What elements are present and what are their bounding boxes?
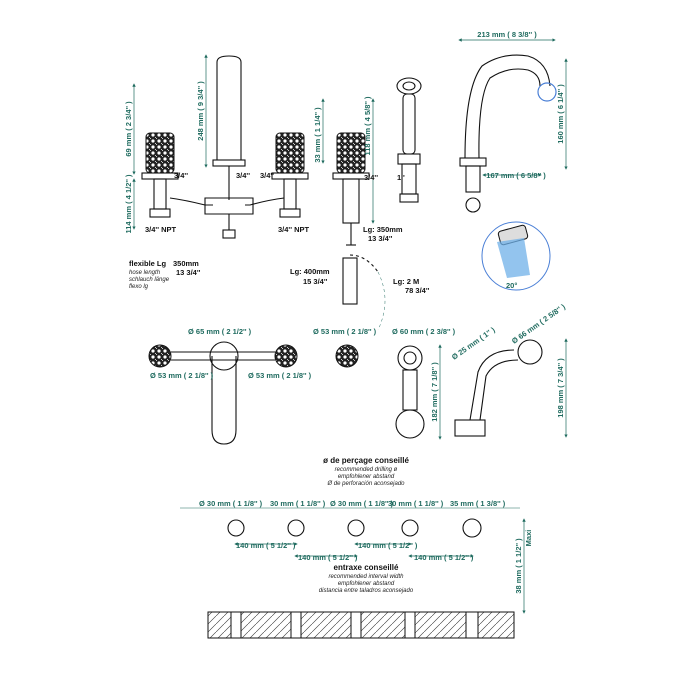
- svg-text:30 mm ( 1 1/8'' ): 30 mm ( 1 1/8'' ): [270, 499, 326, 508]
- right-handle-lace: [275, 132, 305, 174]
- diverter-view: 33 mm ( 1 1/4'' ) 118 mm ( 4 5/8'' ) 3/4…: [290, 96, 430, 331]
- svg-text:entraxe conseillé: entraxe conseillé: [334, 563, 399, 572]
- spout-side-view: 213 mm ( 8 3/8'' ) 160 mm ( 6 1/4'' ) 16…: [458, 30, 568, 213]
- svg-text:ø de perçage conseillé: ø de perçage conseillé: [323, 456, 409, 465]
- diverter-handle-lace: [336, 132, 366, 174]
- svg-text:38 mm ( 1 1/2'' ): 38 mm ( 1 1/2'' ): [514, 538, 523, 594]
- svg-text:13 3/4'': 13 3/4'': [368, 234, 393, 243]
- svg-text:114 mm ( 4 1/2'' ): 114 mm ( 4 1/2'' ): [124, 174, 133, 234]
- svg-text:Ø 30 mm ( 1 1/8'' ): Ø 30 mm ( 1 1/8'' ): [199, 499, 263, 508]
- tee-fitting: [204, 197, 254, 215]
- svg-text:182 mm ( 7 1/8'' ): 182 mm ( 7 1/8'' ): [430, 362, 439, 422]
- svg-text:Ø 53 mm ( 2 1/8'' ): Ø 53 mm ( 2 1/8'' ): [313, 327, 377, 336]
- svg-text:Lg: 2 M: Lg: 2 M: [393, 277, 419, 286]
- svg-text:198 mm ( 7 3/4'' ): 198 mm ( 7 3/4'' ): [556, 358, 565, 418]
- deck-section: 38 mm ( 1 1/2'' ) Maxi: [207, 518, 533, 639]
- svg-text:160 mm ( 6 1/4'' ): 160 mm ( 6 1/4'' ): [556, 84, 565, 144]
- hose-section: [342, 257, 358, 305]
- svg-text:distancia entre taladros acons: distancia entre taladros aconsejado: [319, 588, 414, 594]
- left-valve-body: [153, 178, 167, 210]
- diverter-body: [342, 178, 360, 224]
- svg-text:empfohlener abstand: empfohlener abstand: [338, 581, 395, 587]
- svg-text:recommended drilling ø: recommended drilling ø: [335, 467, 398, 473]
- svg-text:3/4'': 3/4'': [364, 173, 378, 182]
- svg-text:78 3/4'': 78 3/4'': [405, 286, 430, 295]
- svg-text:Ø 53 mm ( 2 1/8'' ): Ø 53 mm ( 2 1/8'' ): [248, 371, 312, 380]
- svg-text:schlauch länge: schlauch länge: [129, 277, 170, 283]
- right-connector: [245, 197, 285, 206]
- svg-text:hose length: hose length: [129, 270, 161, 276]
- svg-text:1'': 1'': [397, 173, 405, 182]
- left-handle-ring: [141, 172, 179, 180]
- spout-curve: [464, 54, 551, 159]
- svg-text:flexible Lg: flexible Lg: [129, 259, 167, 268]
- left-nut: [149, 208, 171, 218]
- spout-base-ring: [212, 159, 246, 167]
- svg-text:Ø de perforación aconsejado: Ø de perforación aconsejado: [326, 481, 405, 487]
- svg-text:140 mm ( 5 1/2'' ): 140 mm ( 5 1/2'' ): [298, 553, 358, 562]
- interval-header: entraxe conseillé recommended interval w…: [319, 563, 414, 594]
- svg-text:empfohlener abstand: empfohlener abstand: [338, 474, 395, 480]
- svg-text:118 mm ( 4 5/8'' ): 118 mm ( 4 5/8'' ): [363, 96, 372, 156]
- svg-text:140 mm ( 5 1/2'' ): 140 mm ( 5 1/2'' ): [414, 553, 474, 562]
- svg-text:Ø 66 mm ( 2 5/8'' ): Ø 66 mm ( 2 5/8'' ): [510, 302, 567, 346]
- svg-text:Ø 65 mm ( 2 1/2'' ): Ø 65 mm ( 2 1/2'' ): [188, 327, 252, 336]
- svg-text:Maxi: Maxi: [524, 530, 533, 547]
- right-nut: [279, 208, 301, 218]
- svg-text:3/4'': 3/4'': [236, 171, 250, 180]
- svg-text:35 mm ( 1 3/8'' ): 35 mm ( 1 3/8'' ): [450, 499, 506, 508]
- drilling-header: ø de perçage conseillé recommended drill…: [323, 456, 409, 487]
- svg-text:Lg: 400mm: Lg: 400mm: [290, 267, 330, 276]
- svg-text:69 mm ( 2 3/4'' ): 69 mm ( 2 3/4'' ): [124, 101, 133, 157]
- handshower-side: 1'': [396, 77, 422, 203]
- svg-text:Ø 53 mm ( 2 1/8'' ): Ø 53 mm ( 2 1/8'' ): [150, 371, 214, 380]
- drill-holes: Ø 30 mm ( 1 1/8'' ) 30 mm ( 1 1/8'' ) Ø …: [180, 499, 520, 562]
- svg-text:20°: 20°: [506, 281, 517, 290]
- svg-text:13 3/4'': 13 3/4'': [176, 268, 201, 277]
- svg-text:248 mm ( 9 3/4'' ): 248 mm ( 9 3/4'' ): [196, 81, 205, 141]
- right-valve-body: [283, 178, 297, 210]
- svg-text:3/4'' NPT: 3/4'' NPT: [278, 225, 309, 234]
- svg-text:recommended interval width: recommended interval width: [328, 574, 404, 580]
- top-view: Ø 65 mm ( 2 1/2'' ) Ø 53 mm ( 2 1/8'' ) …: [148, 302, 568, 445]
- svg-text:167 mm ( 6 5/8'' ): 167 mm ( 6 5/8'' ): [486, 171, 546, 180]
- svg-text:140 mm ( 5 1/2'' ): 140 mm ( 5 1/2'' ): [236, 541, 296, 550]
- svg-text:3/4'': 3/4'': [260, 171, 274, 180]
- svg-text:213 mm ( 8 3/8'' ): 213 mm ( 8 3/8'' ): [477, 30, 537, 39]
- svg-text:140 mm ( 5 1/2'' ): 140 mm ( 5 1/2'' ): [358, 541, 418, 550]
- right-handle-ring: [271, 172, 309, 180]
- svg-text:3/4'' NPT: 3/4'' NPT: [145, 225, 176, 234]
- flexible-legend: flexible Lg 350mm hose length schlauch l…: [129, 259, 201, 290]
- spray-detail: 20°: [481, 221, 551, 291]
- svg-text:30 mm ( 1 1/8'' ): 30 mm ( 1 1/8'' ): [388, 499, 444, 508]
- front-view-dims: 248 mm ( 9 3/4'' ) 69 mm ( 2 3/4'' ) 114…: [124, 54, 309, 234]
- left-handle-lace: [145, 132, 175, 174]
- svg-text:33 mm ( 1 1/4'' ): 33 mm ( 1 1/4'' ): [313, 107, 322, 163]
- spout-body: [216, 55, 242, 161]
- svg-text:350mm: 350mm: [173, 259, 199, 268]
- svg-text:15 3/4'': 15 3/4'': [303, 277, 328, 286]
- svg-text:Ø 60 mm ( 2 3/8'' ): Ø 60 mm ( 2 3/8'' ): [392, 327, 456, 336]
- svg-text:Ø 30 mm ( 1 1/8'' ): Ø 30 mm ( 1 1/8'' ): [330, 499, 394, 508]
- svg-text:3/4'': 3/4'': [174, 171, 188, 180]
- svg-text:Lg: 350mm: Lg: 350mm: [363, 225, 403, 234]
- svg-text:flexo lg: flexo lg: [129, 284, 149, 290]
- front-view-mixer: [141, 55, 309, 239]
- left-connector: [169, 197, 213, 206]
